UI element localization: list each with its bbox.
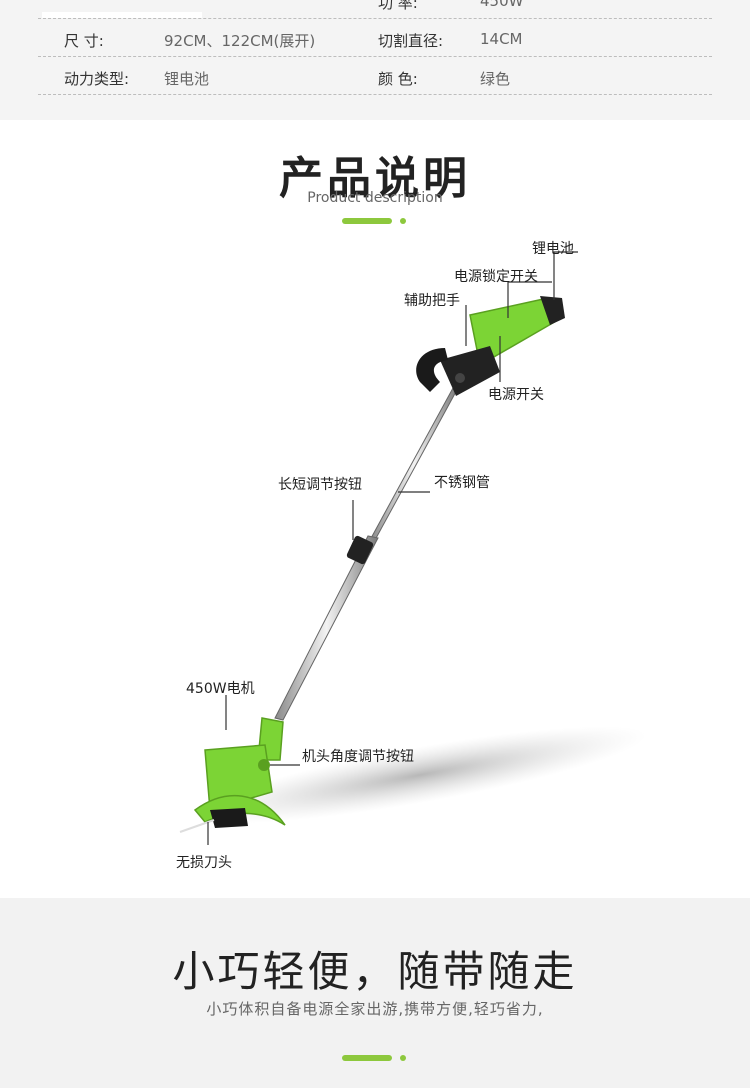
accent-bar (342, 218, 392, 224)
accent-dot (400, 1055, 406, 1061)
label-lock-switch: 电源锁定开关 (454, 269, 538, 285)
spool (210, 808, 248, 828)
battery-pack (540, 296, 565, 325)
trimmer-illustration (179, 251, 647, 845)
label-angle-button: 机头角度调节按钮 (302, 749, 414, 765)
spec-key: 尺 寸: (64, 32, 104, 50)
accent-bar (342, 1055, 392, 1061)
leader-lines (207, 251, 578, 845)
section2-subtitle: 小巧体积自备电源全家出游,携带方便,轻巧省力, (206, 1000, 544, 1018)
portable-section: 小巧轻便，随带随走 小巧体积自备电源全家出游,携带方便,轻巧省力, (0, 898, 750, 1088)
label-power-switch: 电源开关 (488, 387, 544, 403)
aux-handle-shape (416, 348, 448, 392)
section-title: 产品说明 (279, 153, 471, 204)
spec-value: 14CM (480, 30, 523, 48)
trimmer-head (204, 744, 273, 811)
spec-row-power: 功 率: 450W (38, 0, 712, 19)
label-blade-head: 无损刀头 (176, 855, 232, 871)
spec-row-power-type: 动力类型: 锂电池 颜 色: 绿色 (38, 58, 712, 95)
label-length-button: 长短调节按钮 (278, 477, 362, 493)
spec-table: 功 率: 450W 尺 寸: 92CM、122CM(展开) 切割直径: 14CM… (0, 0, 750, 120)
label-aux-handle: 辅助把手 (404, 293, 460, 309)
label-battery: 锂电池 (532, 241, 574, 257)
section2-title: 小巧轻便，随带随走 (172, 947, 578, 996)
label-steel-tube: 不锈钢管 (434, 475, 490, 491)
spec-value: 绿色 (480, 70, 511, 88)
upper-tube (369, 387, 459, 541)
product-description-section: 产品说明 Product description (0, 120, 750, 898)
accent-dot (400, 218, 406, 224)
ground-shadow (193, 726, 647, 824)
length-collar (346, 535, 374, 565)
spec-key: 功 率: (378, 0, 418, 12)
angle-knob (258, 759, 270, 771)
section-subtitle: Product description (307, 190, 443, 206)
spec-key: 动力类型: (64, 70, 130, 88)
lower-tube (274, 535, 379, 721)
spec-top-strip (42, 12, 202, 18)
spec-value: 450W (480, 0, 524, 10)
power-switch-dot (455, 373, 465, 383)
spec-key: 切割直径: (378, 32, 444, 50)
cutting-line (179, 819, 215, 833)
spec-value: 锂电池 (164, 70, 210, 88)
spec-value: 92CM、122CM(展开) (164, 32, 316, 50)
spec-row-size: 尺 寸: 92CM、122CM(展开) 切割直径: 14CM (38, 20, 712, 57)
spec-key: 颜 色: (378, 70, 418, 88)
label-motor: 450W电机 (186, 681, 255, 697)
handle-body (440, 346, 500, 396)
